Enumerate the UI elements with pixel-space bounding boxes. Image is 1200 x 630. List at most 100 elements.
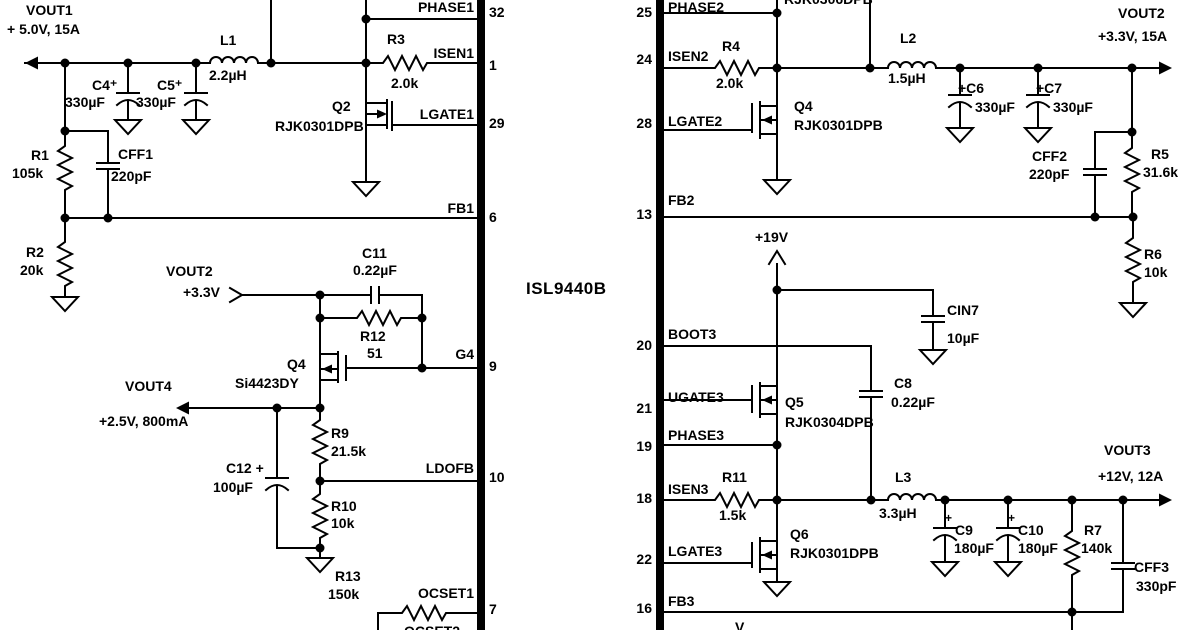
pin-num-19: 19: [636, 438, 652, 454]
part-Q2: RJK0301DPB: [275, 118, 364, 134]
val-L1: 2.2µH: [209, 67, 247, 83]
val-C7: 330µF: [1053, 99, 1093, 115]
mosfet-Q2: [365, 99, 478, 131]
pin-label-isen2: ISEN2: [668, 48, 709, 64]
ref-R7: R7: [1084, 522, 1102, 538]
resistor-R11: [663, 490, 778, 510]
partial-pin-ocset2: OCSET2: [404, 624, 460, 630]
chip-left-edge: [477, 0, 485, 630]
ground-q2: [350, 181, 382, 198]
arrow-vout4: [176, 401, 189, 415]
pin-num-16: 16: [636, 600, 652, 616]
ref-C7: +C7: [1036, 80, 1063, 96]
capacitor-C6: [944, 67, 976, 144]
pin-label-fb1: FB1: [447, 200, 474, 216]
ground-r6: [1117, 302, 1149, 319]
pin-num-1: 1: [489, 57, 497, 73]
pin-num-20: 20: [636, 337, 652, 353]
ref-CFF2: CFF2: [1032, 148, 1067, 164]
pin-label-ugate3: UGATE3: [668, 389, 724, 405]
ref-CFF3: CFF3: [1134, 559, 1169, 575]
capacitor-C5: [180, 62, 212, 136]
net-vout2in-spec: +3.3V: [183, 284, 220, 300]
pin-label-boot3: BOOT3: [668, 326, 717, 342]
val-R5: 31.6k: [1143, 164, 1179, 180]
mosfet-Q5: [663, 382, 778, 418]
val-C6: 330µF: [975, 99, 1015, 115]
ref-Q2: Q2: [332, 98, 351, 114]
mosfet-Q4-buck2: [663, 101, 778, 139]
ref-C10: C10: [1018, 522, 1044, 538]
part-Q4-buck2: RJK0301DPB: [794, 117, 883, 133]
ref-Q4-buck2: Q4: [794, 98, 813, 114]
pin-label-isen3: ISEN3: [668, 481, 709, 497]
inductor-L1: [208, 56, 260, 65]
val-L3: 3.3µH: [879, 505, 917, 521]
junction-dots: [60, 8, 1138, 617]
chip-right-edge: [656, 0, 664, 630]
val-CFF2: 220pF: [1029, 166, 1070, 182]
wire-phase2: [663, 0, 871, 181]
ref-C9: C9: [955, 522, 973, 538]
mosfet-q4buck2-arrow: [762, 115, 772, 125]
resistor-R7: [1062, 499, 1082, 630]
part-Q4-ldo: Si4423DY: [235, 375, 299, 391]
pin-label-lgate2: LGATE2: [668, 113, 723, 129]
val-L2: 1.5µH: [888, 70, 926, 86]
net-19v-label: +19V: [755, 229, 789, 245]
partial-text-v: V: [735, 619, 745, 630]
pin-label-g4: G4: [455, 346, 474, 362]
val-R4: 2.0k: [716, 75, 744, 91]
val-C5: 330µF: [136, 94, 176, 110]
arrow-vout1: [25, 56, 38, 70]
mosfet-Q6: [663, 537, 778, 573]
ref-Q5: Q5: [785, 394, 804, 410]
val-C11: 0.22µF: [353, 262, 397, 278]
inductor-L3: [886, 493, 938, 502]
val-R11: 1.5k: [719, 507, 747, 523]
ref-R3: R3: [387, 31, 405, 47]
ref-C6: +C6: [958, 80, 985, 96]
wire-phase3: [663, 444, 778, 583]
net-vout1-name: VOUT1: [26, 2, 73, 18]
ref-R12: R12: [360, 328, 386, 344]
resistor-R13: [377, 603, 478, 630]
pin-num-10: 10: [489, 469, 505, 485]
wire-boot3: [663, 345, 872, 392]
ref-CIN7: CIN7: [947, 302, 979, 318]
pin-label-phase3: PHASE3: [668, 427, 725, 443]
val-R13: 150k: [328, 586, 360, 602]
resistor-R1: [55, 62, 75, 219]
pin-label-ldofb: LDOFB: [425, 460, 474, 476]
pin-num-22: 22: [636, 551, 652, 567]
ref-CFF1: CFF1: [118, 146, 153, 162]
partial-part-q3: RJK0306DPB: [784, 0, 873, 7]
ref-R2: R2: [26, 244, 44, 260]
ref-L3: L3: [895, 469, 912, 485]
ref-L2: L2: [900, 30, 917, 46]
ref-R6: R6: [1144, 246, 1162, 262]
val-R1: 105k: [12, 165, 44, 181]
ref-R13: R13: [335, 568, 361, 584]
capacitor-CFF3: [1111, 499, 1135, 613]
pin-label-ocset1: OCSET1: [417, 585, 474, 601]
ground-r2: [49, 296, 81, 313]
mosfet-q5-arrow: [762, 395, 772, 405]
polarity-C10: +: [1008, 511, 1016, 525]
val-R3: 2.0k: [391, 75, 419, 91]
pin-num-18: 18: [636, 490, 652, 506]
val-C4: 330µF: [65, 94, 105, 110]
capacitor-C9: [929, 499, 961, 578]
ref-R11: R11: [722, 469, 747, 485]
ref-C12: C12 +: [226, 460, 264, 476]
ref-Q6: Q6: [790, 526, 809, 542]
val-C8: 0.22µF: [891, 394, 935, 410]
ref-C4: C4⁺: [92, 77, 118, 93]
pin-label-fb2: FB2: [668, 192, 695, 208]
net-vout3-name: VOUT3: [1104, 442, 1151, 458]
mosfet-q4ldo-arrow: [322, 364, 332, 374]
connector-vout2-in: [228, 286, 244, 304]
net-vout3-spec: +12V, 12A: [1098, 468, 1164, 484]
val-R9: 21.5k: [331, 443, 367, 459]
